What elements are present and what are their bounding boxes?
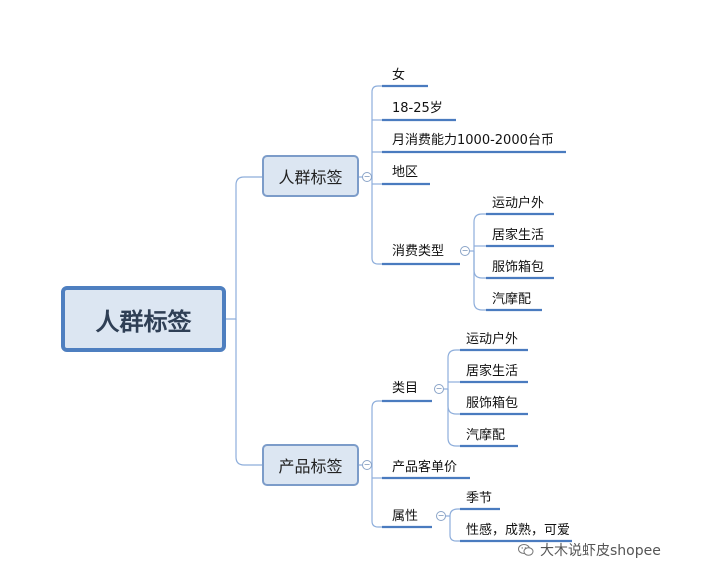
collapse-icon[interactable]: − — [362, 172, 372, 182]
topic-age[interactable]: 18-25岁 — [392, 101, 443, 116]
topic-region[interactable]: 地区 — [392, 165, 419, 180]
topic-category-item[interactable]: 居家生活 — [466, 364, 519, 379]
root-topic[interactable]: 人群标签 — [61, 286, 226, 352]
topic-attribute-item[interactable]: 性感，成熟，可爱 — [466, 523, 571, 538]
collapse-icon[interactable]: − — [460, 246, 470, 256]
topic-product-tags[interactable]: 产品标签 — [262, 444, 359, 486]
collapse-icon[interactable]: − — [436, 511, 446, 521]
topic-unit-price[interactable]: 产品客单价 — [392, 460, 458, 475]
topic-consumption-type[interactable]: 消费类型 — [392, 244, 445, 259]
topic-attribute-item[interactable]: 季节 — [466, 491, 493, 506]
topic-category-item[interactable]: 汽摩配 — [466, 428, 506, 443]
watermark: 大木说虾皮shopee — [518, 540, 661, 560]
topic-consumption-item[interactable]: 服饰箱包 — [492, 260, 545, 275]
topic-consumption-item[interactable]: 居家生活 — [492, 228, 545, 243]
topic-category-item[interactable]: 运动户外 — [466, 332, 519, 347]
topic-category[interactable]: 类目 — [392, 381, 419, 396]
topic-gender[interactable]: 女 — [392, 68, 406, 83]
collapse-icon[interactable]: − — [362, 460, 372, 470]
topic-consumption-item[interactable]: 运动户外 — [492, 196, 545, 211]
topic-crowd-tags[interactable]: 人群标签 — [262, 155, 359, 197]
topic-consumption-item[interactable]: 汽摩配 — [492, 292, 532, 307]
topic-attributes[interactable]: 属性 — [392, 509, 419, 524]
topic-spending-power[interactable]: 月消费能力1000-2000台币 — [392, 133, 554, 148]
topic-category-item[interactable]: 服饰箱包 — [466, 396, 519, 411]
wechat-icon — [518, 544, 534, 556]
watermark-text: 大木说虾皮shopee — [540, 543, 661, 559]
collapse-icon[interactable]: − — [434, 384, 444, 394]
